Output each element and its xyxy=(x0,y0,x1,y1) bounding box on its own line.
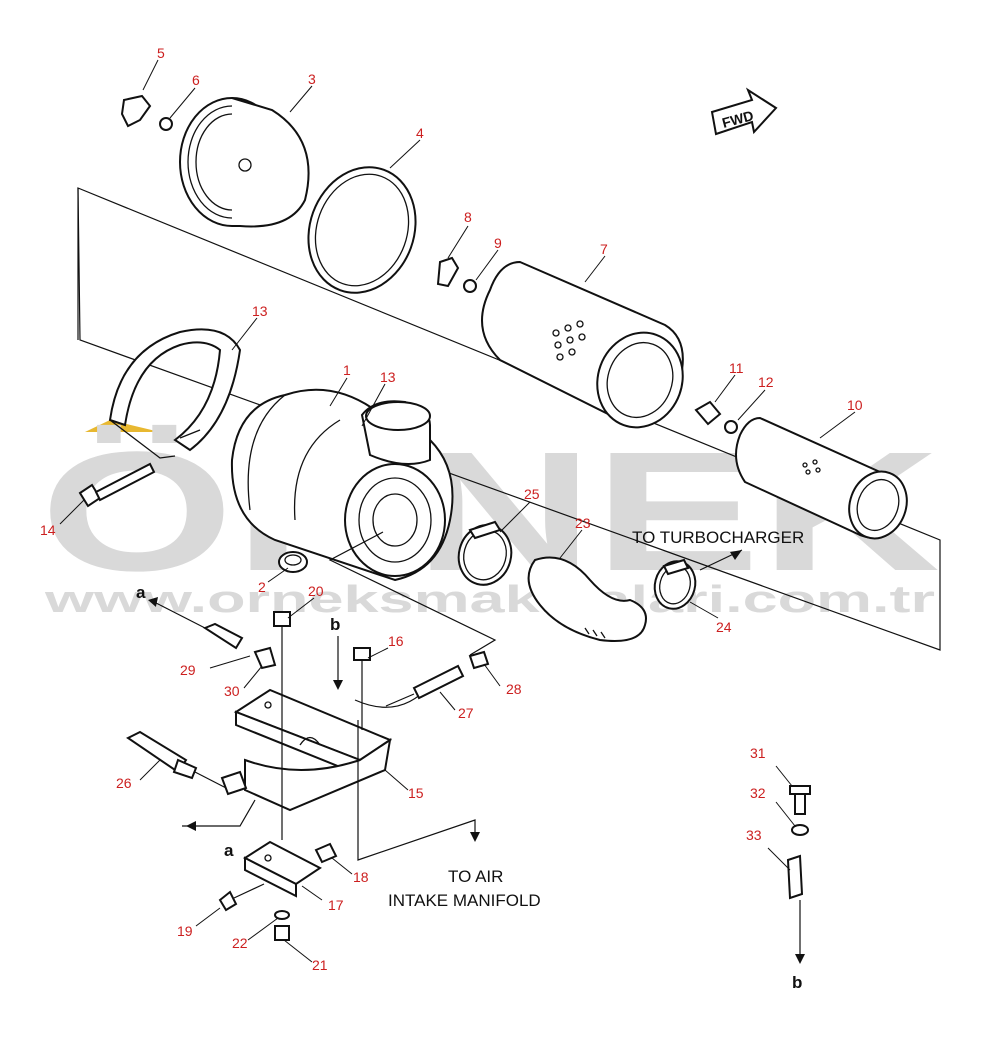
label-31: 31 xyxy=(750,745,766,761)
part-switch-29-30 xyxy=(159,604,277,670)
part-sensor-26 xyxy=(126,730,248,796)
part-air-cleaner-housing xyxy=(230,388,454,582)
callout-labels: TO TURBOCHARGER TO AIR INTAKE MANIFOLD a… xyxy=(136,528,804,992)
arrow-to-turbo xyxy=(730,550,742,560)
label-33: 33 xyxy=(746,827,762,843)
label-7: 7 xyxy=(600,241,608,257)
fwd-label: FWD xyxy=(720,107,755,131)
to-air-label: TO AIR xyxy=(448,867,503,886)
label-8: 8 xyxy=(464,209,472,225)
part-number-labels: 5 6 3 4 8 9 7 13 1 13 11 12 10 14 2 25 2… xyxy=(40,45,863,973)
part-clamp-24 xyxy=(653,558,697,610)
label-2: 2 xyxy=(258,579,266,595)
label-10: 10 xyxy=(847,397,863,413)
label-13: 13 xyxy=(380,369,396,385)
element-holes xyxy=(552,320,586,361)
label-14: 14 xyxy=(40,522,56,538)
label-21: 21 xyxy=(312,957,328,973)
part-bolt-14 xyxy=(78,462,156,508)
label-18: 18 xyxy=(353,869,369,885)
label-9: 9 xyxy=(494,235,502,251)
letter-b-top: b xyxy=(330,615,340,634)
watermark-url: www.orneksmakinalari.com.tr xyxy=(43,579,935,621)
fwd-badge: FWD xyxy=(710,87,778,136)
label-6: 6 xyxy=(192,72,200,88)
leader-lines xyxy=(59,59,856,963)
part-nut-secondary xyxy=(694,400,738,434)
part-vacuator-valve xyxy=(278,551,308,573)
letter-b-bottom: b xyxy=(792,973,802,992)
part-clamp-25 xyxy=(457,520,513,586)
label-13-top: 13 xyxy=(252,303,268,319)
part-bolt-20 xyxy=(273,611,291,840)
label-26: 26 xyxy=(116,775,132,791)
label-29: 29 xyxy=(180,662,196,678)
label-30: 30 xyxy=(224,683,240,699)
part-gasket-ring xyxy=(307,166,417,294)
label-12: 12 xyxy=(758,374,774,390)
part-tube-27 xyxy=(385,650,490,707)
label-22: 22 xyxy=(232,935,248,951)
label-25: 25 xyxy=(524,486,540,502)
part-mounting-band xyxy=(108,328,242,459)
label-3: 3 xyxy=(308,71,316,87)
watermark-accent xyxy=(85,420,160,432)
label-23: 23 xyxy=(575,515,591,531)
letter-a-top: a xyxy=(136,583,146,602)
to-turbocharger-label: TO TURBOCHARGER xyxy=(632,528,804,547)
label-17: 17 xyxy=(328,897,344,913)
part-wing-nut-top xyxy=(120,94,173,131)
label-1: 1 xyxy=(343,362,351,378)
part-bracket-15 xyxy=(233,688,393,812)
label-24: 24 xyxy=(716,619,732,635)
flow-arrows xyxy=(148,597,480,861)
part-bracket-31-33 xyxy=(786,785,811,964)
label-19: 19 xyxy=(177,923,193,939)
intake-manifold-label: INTAKE MANIFOLD xyxy=(388,891,541,910)
part-bolt-16 xyxy=(353,647,371,730)
label-20: 20 xyxy=(308,583,324,599)
label-27: 27 xyxy=(458,705,474,721)
part-bracket-17 xyxy=(218,840,338,941)
part-safety-element xyxy=(735,416,908,540)
label-15: 15 xyxy=(408,785,424,801)
label-11: 11 xyxy=(729,360,744,376)
label-28: 28 xyxy=(506,681,522,697)
label-16: 16 xyxy=(388,633,404,649)
label-32: 32 xyxy=(750,785,766,801)
label-5: 5 xyxy=(157,45,165,61)
part-cover xyxy=(179,97,310,228)
part-primary-element xyxy=(481,260,684,429)
part-hose-23 xyxy=(527,556,647,642)
letter-a-bottom: a xyxy=(224,841,234,860)
label-4: 4 xyxy=(416,125,424,141)
part-wing-nut-element xyxy=(436,256,477,293)
